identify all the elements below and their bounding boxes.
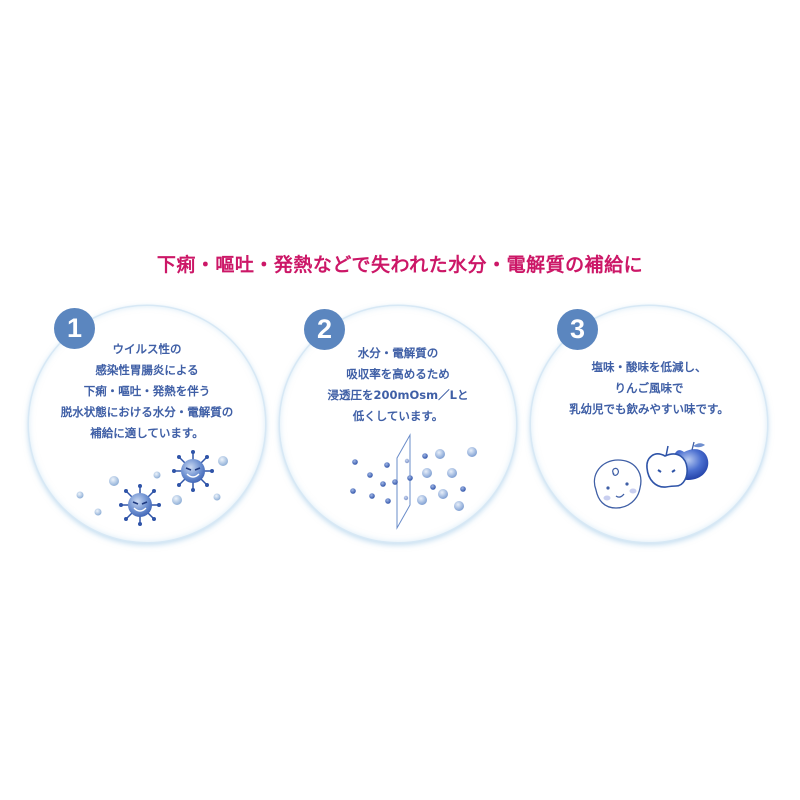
- virus-icon: [76, 450, 228, 526]
- description-line: 補給に適しています。: [90, 426, 204, 440]
- baby-and-apple-icon: [593, 441, 709, 509]
- description-line: 浸透圧を200mOsm／Lと: [327, 388, 469, 402]
- feature-number-badge-2: 2: [304, 309, 345, 350]
- osmotic-membrane-icon: [350, 433, 477, 530]
- feature-description-3: 塩味・酸味を低減し、 りんご風味で 乳幼児でも飲みやすい味です。: [531, 357, 767, 420]
- description-line: 感染性胃腸炎による: [95, 363, 199, 377]
- description-line: 脱水状態における水分・電解質の: [60, 405, 234, 419]
- description-line: ウイルス性の: [112, 342, 182, 356]
- description-line: 水分・電解質の: [357, 346, 439, 360]
- feature-description-1: ウイルス性の 感染性胃腸炎による 下痢・嘔吐・発熱を伴う 脱水状態における水分・…: [29, 339, 265, 444]
- feature-number-badge-1: 1: [54, 308, 95, 349]
- feature-number-badge-3: 3: [557, 309, 598, 350]
- description-line: 塩味・酸味を低減し、: [591, 360, 707, 374]
- description-line: 吸収率を高めるため: [346, 367, 450, 381]
- description-line: 乳幼児でも飲みやすい味です。: [569, 402, 729, 416]
- apple-icon: [646, 441, 709, 488]
- headline: 下痢・嘔吐・発熱などで失われた水分・電解質の補給に: [156, 254, 644, 276]
- baby-face-icon: [593, 459, 642, 509]
- feature-description-2: 水分・電解質の 吸収率を高めるため 浸透圧を200mOsm／Lと 低くしています…: [280, 343, 516, 427]
- description-line: 下痢・嘔吐・発熱を伴う: [83, 384, 211, 398]
- description-line: りんご風味で: [614, 381, 684, 395]
- description-line: 低くしています。: [352, 409, 444, 423]
